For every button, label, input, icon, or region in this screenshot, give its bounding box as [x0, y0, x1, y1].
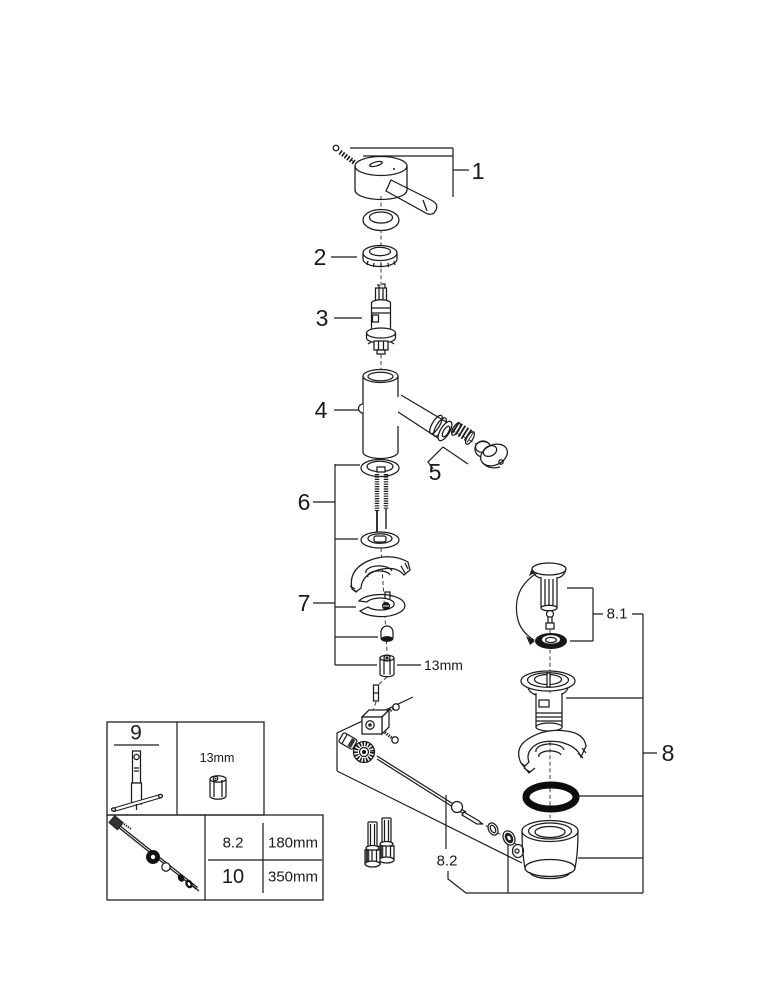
inset-tool-box: 9 13mm	[106, 721, 265, 816]
part-waste-flange	[520, 670, 576, 732]
callout-labels: 1 2 3 4 5 6 7 8 8.1 8.2 13mm	[298, 158, 675, 870]
table-row1-length: 180mm	[268, 835, 318, 852]
inset-socket-size: 13mm	[200, 751, 235, 765]
part-popup-knob	[515, 562, 567, 649]
callout-1: 1	[472, 158, 485, 184]
part-oring-large	[522, 781, 580, 813]
callout-8-2: 8.2	[437, 853, 458, 870]
table-row2-ref: 10	[222, 866, 244, 888]
callout-3: 3	[316, 305, 329, 331]
part-retainer-ring	[362, 244, 398, 268]
hex-nut-size-label: 13mm	[424, 657, 463, 673]
callout-2: 2	[314, 244, 327, 270]
inset-tool-ref: 9	[130, 722, 142, 745]
part-handle-assembly	[332, 144, 438, 232]
callout-5: 5	[429, 459, 442, 485]
part-faucet-body	[357, 368, 453, 460]
part-aerator-outlet	[450, 421, 508, 469]
part-popup-rod-assembly	[338, 684, 516, 846]
part-horseshoe-washer	[518, 729, 587, 774]
rod-kit-drawing	[108, 815, 200, 892]
inset-length-table-box: 8.2 180mm 10 350mm	[106, 814, 324, 901]
socket-nut-icon	[209, 775, 227, 800]
part-fixing-set	[349, 556, 411, 678]
supply-hoses	[364, 817, 395, 868]
table-row1-ref: 8.2	[223, 835, 244, 852]
callout-8-1: 8.1	[607, 606, 628, 623]
part-waste-body	[511, 819, 579, 880]
socket-wrench-tool	[110, 750, 164, 813]
part-cartridge	[365, 283, 397, 355]
callout-leaders	[313, 147, 657, 894]
callout-6: 6	[298, 489, 311, 515]
callout-7: 7	[298, 590, 311, 616]
table-row2-length: 350mm	[268, 869, 318, 886]
callout-8: 8	[662, 740, 675, 766]
callout-4: 4	[315, 397, 328, 423]
part-mounting-set	[360, 458, 400, 549]
